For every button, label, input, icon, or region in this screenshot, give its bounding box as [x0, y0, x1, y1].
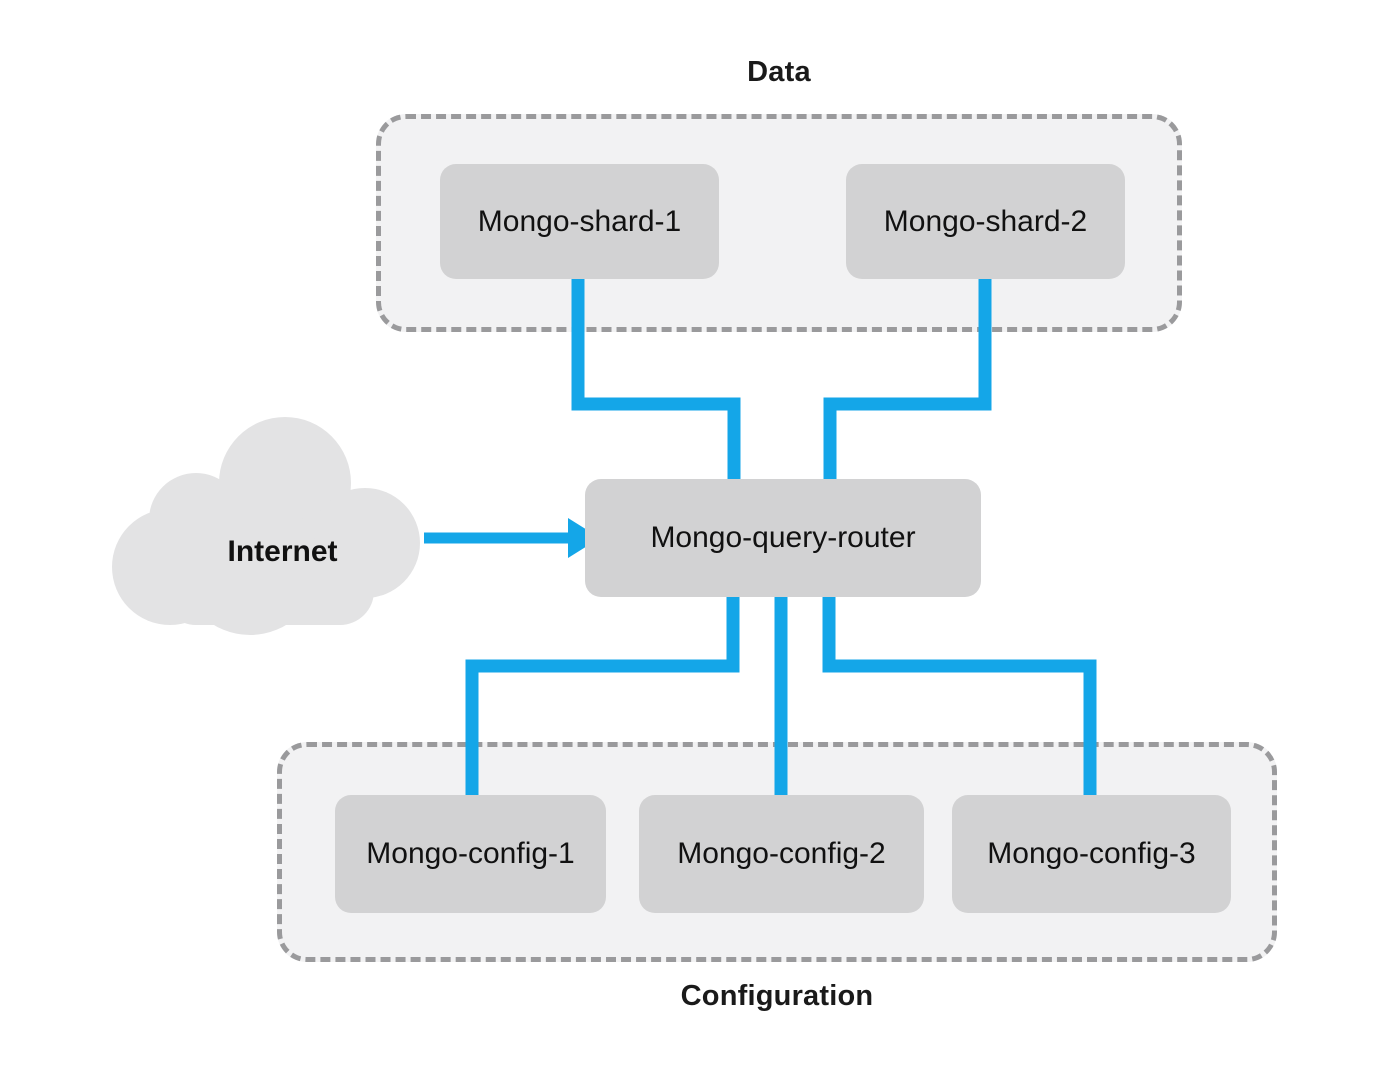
arrow-head-icon: [568, 518, 600, 558]
node-mongo-config-2[interactable]: Mongo-config-2: [639, 795, 924, 913]
node-label: Mongo-shard-2: [883, 204, 1088, 238]
node-mongo-config-1[interactable]: Mongo-config-1: [335, 795, 606, 913]
node-label: Mongo-config-2: [677, 837, 886, 870]
node-label: Mongo-config-1: [366, 837, 575, 870]
node-label: Mongo-query-router: [650, 521, 916, 554]
node-label: Mongo-shard-1: [477, 204, 682, 238]
connector-shard2-router: [823, 272, 992, 486]
node-mongo-shard-2[interactable]: Mongo-shard-2: [846, 164, 1125, 279]
node-mongo-config-3[interactable]: Mongo-config-3: [952, 795, 1231, 913]
node-mongo-query-router[interactable]: Mongo-query-router: [585, 479, 981, 597]
node-label: Mongo-config-3: [987, 837, 1196, 870]
connector-shard1-router: [571, 272, 741, 486]
node-internet[interactable]: Internet: [110, 415, 470, 635]
group-configuration-caption: Configuration: [680, 980, 874, 1012]
cloud-icon: [112, 417, 420, 635]
connector-router-config3: [822, 592, 1097, 802]
connector-router-config1: [465, 592, 740, 802]
node-mongo-shard-1[interactable]: Mongo-shard-1: [440, 164, 719, 279]
group-data-caption: Data: [747, 56, 811, 88]
